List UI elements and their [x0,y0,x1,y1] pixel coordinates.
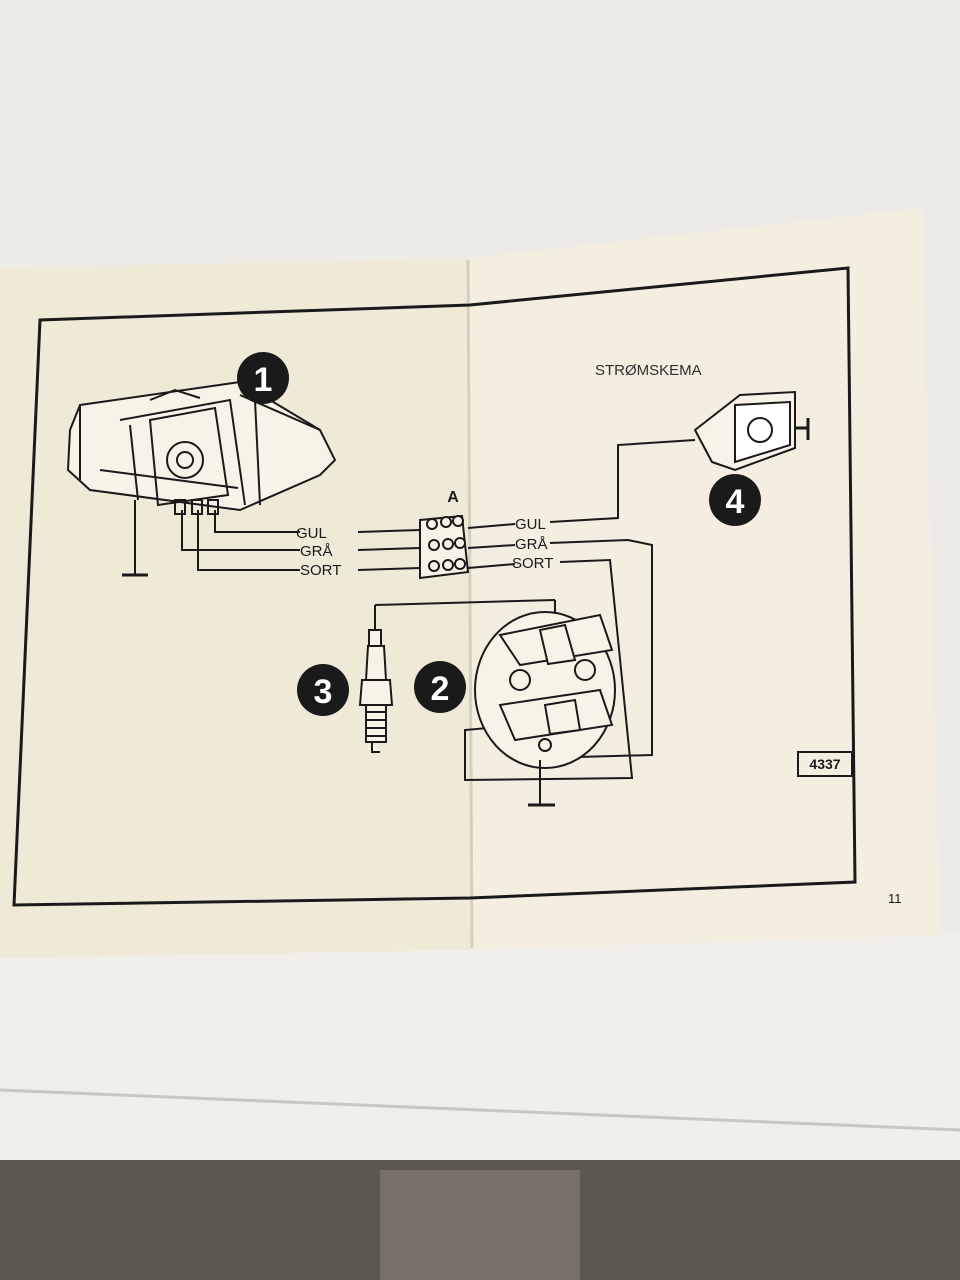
callout-2 [414,661,466,713]
callout-4 [709,474,761,526]
left-wires [181,510,421,571]
wire-right-gra: GRÅ [515,536,548,553]
right-page [470,208,940,950]
left-page [0,258,470,958]
callout-1 [237,352,289,404]
callout-1-label: 1 [254,361,273,399]
figure-code-box [797,751,853,777]
faded-header: STRØMSKEMA [595,362,702,379]
right-wires [464,439,696,782]
wire-right-gul: GUL [515,516,546,533]
wire-left-sort: SORT [300,562,341,579]
ignition-magneto-icon [374,599,616,807]
page-number: 11 [888,891,902,906]
headlamp-icon [693,390,810,472]
wire-right-sort: SORT [512,555,553,572]
engine-housing-icon [66,380,337,577]
spark-plug-icon [358,605,394,753]
connector-label: A [447,489,459,506]
callout-2-label: 2 [431,670,450,708]
figure-code: 4337 [809,756,840,772]
callout-3-label: 3 [314,673,333,711]
diagram-frame [12,266,857,907]
wire-left-gul: GUL [296,525,327,542]
callout-3 [297,664,349,716]
connector-block-icon [419,514,470,580]
callout-4-label: 4 [726,483,745,521]
wire-left-gra: GRÅ [300,543,333,560]
spine [466,259,474,949]
